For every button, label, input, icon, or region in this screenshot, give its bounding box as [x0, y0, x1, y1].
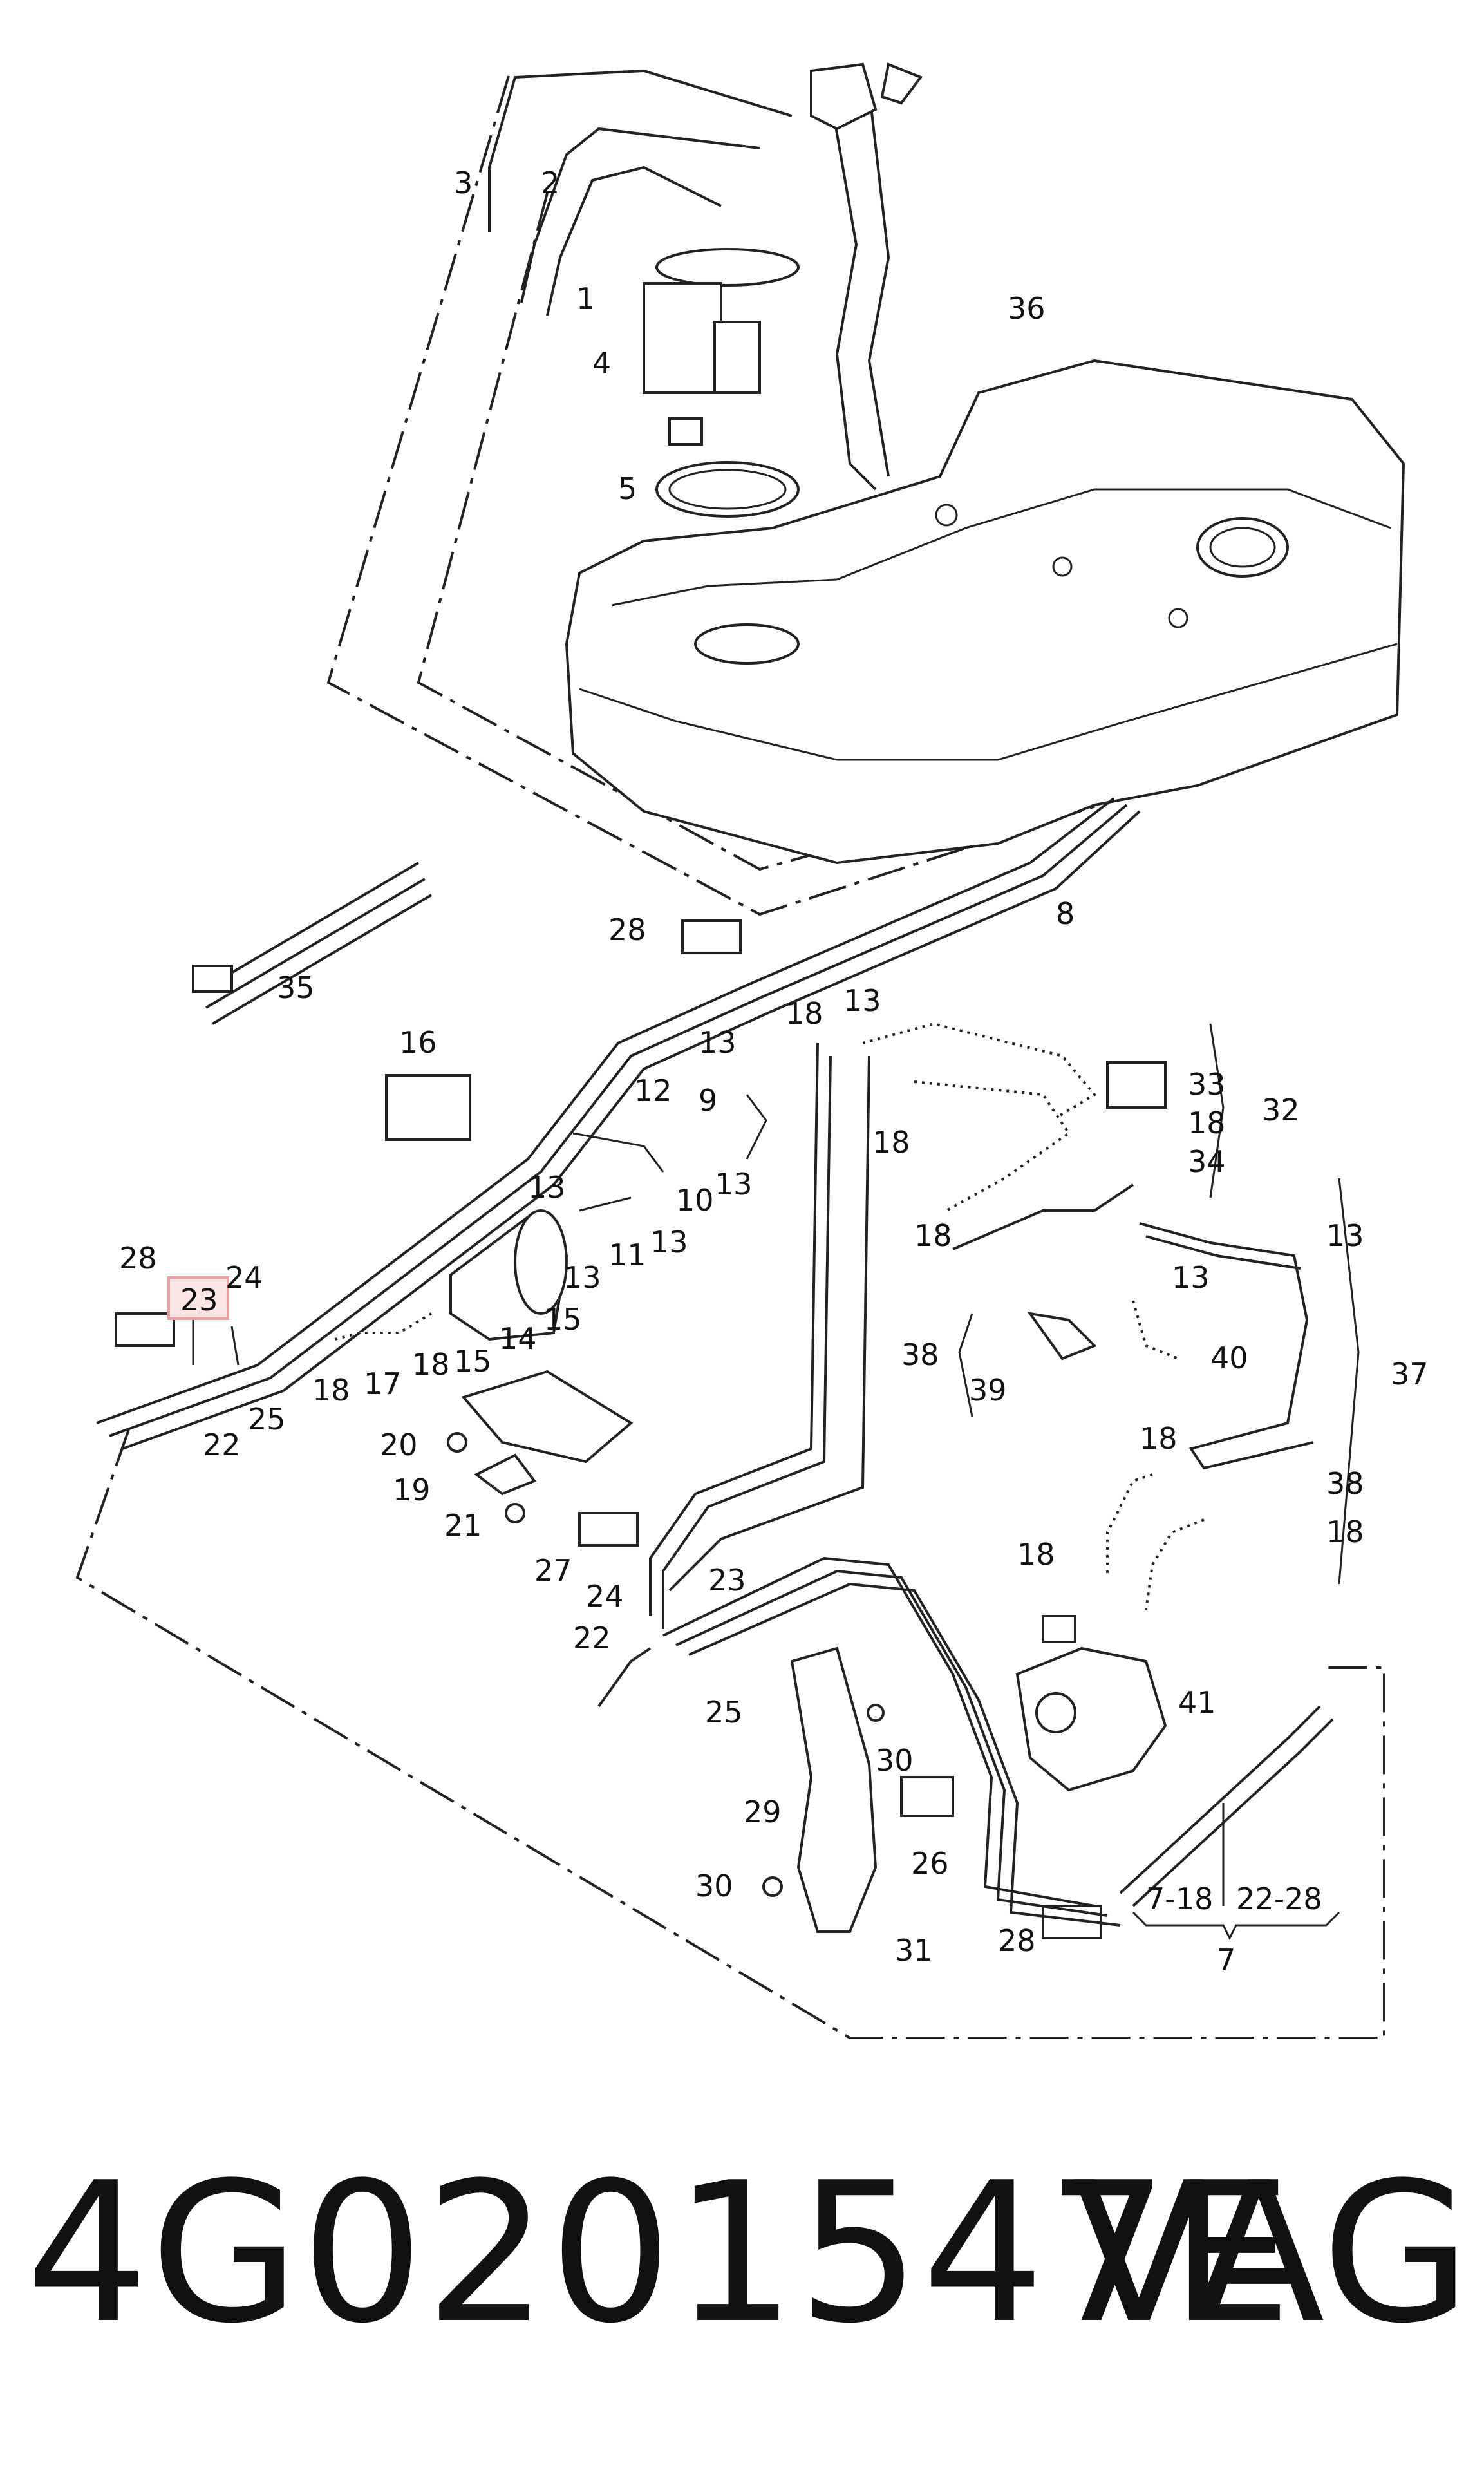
callout-39: 39: [969, 1373, 1007, 1408]
bracket-16: [385, 1074, 471, 1141]
fuel-filter: [449, 1209, 568, 1341]
hose-17: [334, 1312, 433, 1341]
highlight-box: [167, 1276, 229, 1320]
callout-24a: 24: [225, 1260, 263, 1295]
fuel-pump-unit: [643, 248, 800, 446]
callout-5: 5: [618, 471, 637, 506]
callout-30b: 30: [695, 1869, 733, 1903]
callout-31: 31: [895, 1933, 933, 1968]
clip-28-left: [115, 1312, 175, 1347]
brand-label: VAG: [1073, 2141, 1471, 2366]
callout-15a: 15: [544, 1302, 582, 1337]
high-pressure-pump: [1015, 1615, 1167, 1792]
callout-13g: 13: [1326, 1218, 1364, 1253]
assembly-outline-tank: [326, 75, 1140, 916]
callout-34: 34: [1188, 1144, 1226, 1179]
callout-23-highlight: 23: [180, 1283, 218, 1317]
callout-12: 12: [634, 1073, 672, 1108]
callout-8: 8: [1056, 896, 1075, 931]
callout-13b: 13: [528, 1170, 566, 1205]
callout-labels: 1 2 3 4 5 36 8 35 28 16 12 13 9 13 10 13…: [119, 165, 1429, 1977]
part-number: 4G0201547E: [26, 2141, 1293, 2366]
callout-21: 21: [444, 1508, 482, 1543]
callout-14: 14: [499, 1321, 537, 1356]
hose-assembly-32: [862, 1022, 1167, 1250]
callout-18e: 18: [1188, 1106, 1226, 1140]
callout-10: 10: [676, 1183, 714, 1218]
callout-18a: 18: [412, 1347, 450, 1382]
callout-17: 17: [364, 1366, 402, 1401]
callout-30a: 30: [876, 1743, 914, 1778]
bracket-29: [790, 1646, 878, 1933]
callout-25a: 25: [248, 1402, 286, 1437]
callout-22-28: 22-28: [1236, 1881, 1322, 1916]
callout-3: 3: [454, 165, 473, 200]
hose-18-b: [1145, 1518, 1205, 1610]
fuel-line-1: [546, 165, 722, 316]
callout-25b: 25: [705, 1695, 743, 1730]
callout-23b: 23: [708, 1563, 746, 1598]
callout-18d: 18: [872, 1125, 910, 1160]
callout-28b: 28: [119, 1241, 157, 1276]
callout-35: 35: [277, 970, 315, 1005]
callout-37: 37: [1391, 1357, 1429, 1391]
callout-18f: 18: [914, 1218, 952, 1253]
callout-13f: 13: [843, 983, 881, 1018]
callout-13h: 13: [1172, 1260, 1210, 1295]
tank-strap: [192, 862, 433, 1025]
callout-36: 36: [1008, 291, 1046, 326]
callout-19: 19: [393, 1473, 431, 1507]
callout-18h: 18: [1326, 1514, 1364, 1549]
callout-40: 40: [1210, 1341, 1248, 1375]
callout-11: 11: [608, 1238, 646, 1272]
callout-20: 20: [380, 1428, 418, 1462]
callout-13d: 13: [563, 1260, 601, 1295]
fuel-line-3: [488, 69, 793, 232]
lower-line-bundle: [597, 1042, 1334, 1927]
fuel-tank: [565, 359, 1405, 865]
heat-shield: [461, 1370, 634, 1464]
callout-26: 26: [911, 1846, 949, 1881]
callout-24b: 24: [586, 1579, 624, 1614]
callout-9: 9: [699, 1083, 717, 1118]
callout-4: 4: [592, 346, 611, 381]
assembly-outline-lower: [75, 1429, 1385, 2039]
callout-18c: 18: [785, 996, 823, 1031]
fuel-line-2: [520, 127, 760, 303]
clip-26: [900, 1776, 954, 1817]
callout-7: 7: [1217, 1943, 1235, 1977]
callout-29: 29: [744, 1795, 782, 1829]
main-fuel-lines: [96, 797, 1141, 1450]
callout-28a: 28: [608, 912, 646, 947]
callout-38b: 38: [1326, 1466, 1364, 1501]
callout-15b: 15: [454, 1344, 492, 1379]
callout-2: 2: [541, 165, 559, 200]
filler-neck: [829, 96, 877, 491]
hose-assembly-37: [1027, 1222, 1314, 1470]
clip-28-upper: [681, 919, 742, 954]
callout-18g: 18: [1140, 1421, 1178, 1456]
callout-16: 16: [399, 1025, 437, 1060]
callout-13e: 13: [650, 1225, 688, 1259]
callout-13a: 13: [699, 1025, 737, 1060]
callout-32: 32: [1262, 1093, 1300, 1127]
callout-38a: 38: [901, 1337, 939, 1372]
callout-41: 41: [1178, 1685, 1216, 1720]
callout-33: 33: [1188, 1067, 1226, 1102]
callout-27: 27: [534, 1553, 572, 1588]
callout-18i: 18: [1017, 1537, 1055, 1572]
clip-27: [578, 1512, 639, 1547]
exploded-parts-diagram: 1 2 3 4 5 36 8 35 28 16 12 13 9 13 10 13…: [75, 62, 1429, 2039]
hose-18-a: [1106, 1473, 1153, 1578]
callout-22a: 22: [203, 1428, 241, 1462]
seal-ring: [655, 461, 800, 518]
callout-22b: 22: [573, 1621, 611, 1655]
callout-18b: 18: [312, 1373, 350, 1408]
callout-1: 1: [576, 281, 595, 316]
callout-7-18: 7-18: [1146, 1881, 1213, 1916]
callout-13c: 13: [715, 1167, 753, 1202]
callout-28c: 28: [998, 1923, 1036, 1958]
